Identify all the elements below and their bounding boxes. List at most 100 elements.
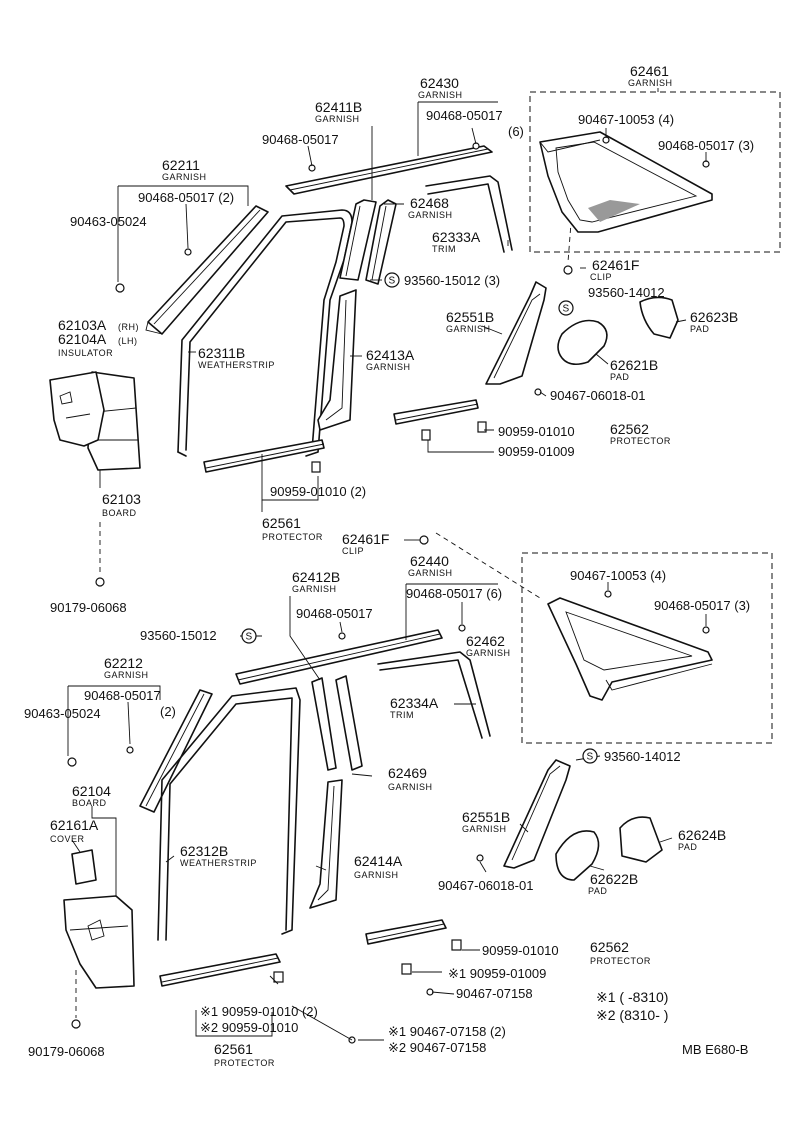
- label-62334a: 62334A: [390, 695, 439, 711]
- part-62551b-upper-garnish: [485, 281, 547, 385]
- label-62413a-name: GARNISH: [366, 362, 411, 372]
- part-62103a-insulator: [49, 371, 105, 447]
- part-62461-quarter-garnish: [539, 131, 713, 233]
- part-62411b-garnish: [339, 199, 377, 281]
- label-62462-name: GARNISH: [466, 648, 511, 658]
- s-bolt-symbol-4: S: [582, 748, 598, 764]
- label-90959-01010-a: 90959-01010: [498, 424, 575, 439]
- label-62551b-a: 62551B: [446, 309, 494, 325]
- label-62468-name: GARNISH: [408, 210, 453, 220]
- part-62430-garnish: [285, 145, 493, 195]
- label-62469-name: GARNISH: [388, 782, 433, 792]
- label-62622b-name: PAD: [588, 886, 607, 896]
- label-62414a: 62414A: [354, 853, 403, 869]
- label-62212: 62212: [104, 655, 143, 671]
- label-62551b-a-name: GARNISH: [446, 324, 491, 334]
- part-62312b-weatherstrip: [157, 687, 301, 941]
- clips-upper: [95, 136, 710, 587]
- label-62413a: 62413A: [366, 347, 415, 363]
- label-62562-b: 62562: [590, 939, 629, 955]
- group-box-upper-quarter: [529, 91, 781, 253]
- part-62561-upper-protector: [203, 439, 325, 473]
- label-62562-a-name: PROTECTOR: [610, 436, 671, 446]
- label-93560-14012-a: 93560-14012: [588, 285, 665, 300]
- label-62311b-name: WEATHERSTRIP: [198, 360, 275, 370]
- label-s1-90959-01010-2: ※1 90959-01010 (2): [200, 1004, 318, 1019]
- label-90959-01009-b: ※1 90959-01009: [448, 966, 546, 981]
- label-90467-10053-4a: 90467-10053 (4): [578, 112, 674, 127]
- label-62561-b: 62561: [214, 1041, 253, 1057]
- label-90463-05024-a: 90463-05024: [70, 214, 147, 229]
- label-90959-01010-2a: 90959-01010 (2): [270, 484, 366, 499]
- part-62413a-garnish: [317, 289, 357, 431]
- label-90468-05017-3b: 90468-05017 (3): [654, 598, 750, 613]
- label-62430: 62430: [420, 75, 459, 91]
- label-62561-a: 62561: [262, 515, 301, 531]
- leader-lines: [67, 88, 707, 1041]
- label-62561-a-name: PROTECTOR: [262, 532, 323, 542]
- label-62461: 62461: [630, 63, 669, 79]
- s-bolt-symbol-3: S: [241, 628, 257, 644]
- label-90468-05017-2a: 90468-05017 (2): [138, 190, 234, 205]
- label-62411b: 62411B: [315, 99, 362, 115]
- label-62412b: 62412B: [292, 569, 340, 585]
- part-62104-board: [63, 895, 135, 989]
- label-62623b: 62623B: [690, 309, 738, 325]
- label-62104a: 62104A: [58, 331, 107, 347]
- label-62440-name: GARNISH: [408, 568, 453, 578]
- label-62333a-name: TRIM: [432, 244, 456, 254]
- label-90468-05017-2b: 90468-05017: [84, 688, 161, 703]
- label-90179-06068-a: 90179-06068: [50, 600, 127, 615]
- part-62622b-pad: [555, 830, 600, 881]
- label-90468-05017-b: 90468-05017: [296, 606, 373, 621]
- label-62412b-name: GARNISH: [292, 584, 337, 594]
- part-62333a-trim: [425, 175, 513, 253]
- part-62412b-garnish: [311, 677, 337, 771]
- svg-text:S: S: [563, 304, 570, 315]
- label-62312b: 62312B: [180, 843, 228, 859]
- part-62469-garnish: [335, 675, 363, 771]
- s-bolt-symbol-1: S: [384, 272, 400, 288]
- label-62103a: 62103A: [58, 317, 107, 333]
- label-90468-05017-6a: 90468-05017: [426, 108, 503, 123]
- label-s1-90467-07158-2: ※1 90467-07158 (2): [388, 1024, 506, 1039]
- label-62562-b-name: PROTECTOR: [590, 956, 651, 966]
- part-62623b-pad: [639, 296, 679, 339]
- label-62461f-b: 62461F: [342, 531, 389, 547]
- part-62414a-garnish: [309, 779, 343, 909]
- label-90467-06018-01b: 90467-06018-01: [438, 878, 533, 893]
- svg-text:S: S: [389, 276, 396, 287]
- part-62562-upper-protector: [393, 399, 479, 425]
- label-62461-name: GARNISH: [628, 78, 673, 88]
- label-62561-b-name: PROTECTOR: [214, 1058, 275, 1068]
- part-62561-lower-protector: [159, 953, 281, 987]
- label-62461f-b-name: CLIP: [342, 546, 364, 556]
- part-62211-garnish: [145, 205, 269, 335]
- label-62104a-lh: (LH): [118, 336, 138, 346]
- label-62562-a: 62562: [610, 421, 649, 437]
- label-62461f-a-name: CLIP: [590, 272, 612, 282]
- label-62333a: 62333A: [432, 229, 481, 245]
- note-2: ※2 (8310- ): [596, 1007, 668, 1023]
- label-s2-90959-01010: ※2 90959-01010: [200, 1020, 298, 1035]
- label-62621b: 62621B: [610, 357, 658, 373]
- label-62103a-rh: (RH): [118, 322, 139, 332]
- label-62312b-name: WEATHERSTRIP: [180, 858, 257, 868]
- part-62161a-cover: [71, 849, 97, 885]
- label-90468-05017-a: 90468-05017: [262, 132, 339, 147]
- label-62161a-name: COVER: [50, 834, 85, 844]
- clips-lower: [67, 535, 710, 1044]
- label-62461f-a: 62461F: [592, 257, 639, 273]
- group-box-lower-quarter: [521, 552, 773, 744]
- label-90467-06018-01a: 90467-06018-01: [550, 388, 645, 403]
- label-qty-2b: (2): [160, 704, 176, 719]
- part-62562-lower-protector: [365, 919, 447, 945]
- label-93560-14012-b: 93560-14012: [604, 749, 681, 764]
- svg-text:S: S: [246, 632, 253, 643]
- label-62311b: 62311B: [198, 345, 245, 361]
- svg-text:S: S: [587, 752, 594, 763]
- label-62469: 62469: [388, 765, 427, 781]
- label-90467-07158-a: 90467-07158: [456, 986, 533, 1001]
- dashed-lead-clip-62461f: [435, 532, 541, 599]
- part-62212-garnish: [139, 689, 213, 813]
